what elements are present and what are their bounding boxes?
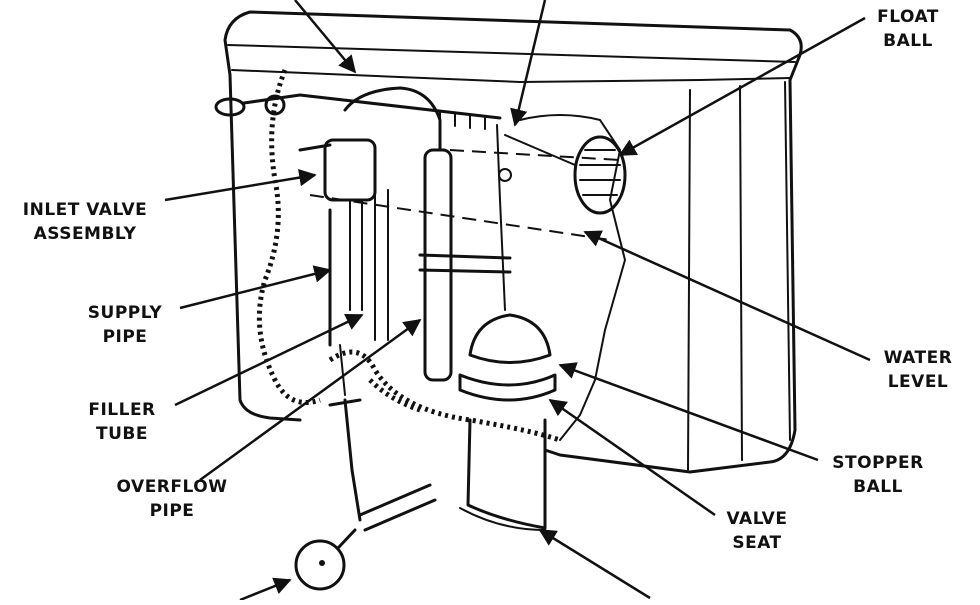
leader-float-ball xyxy=(618,16,866,157)
supply-line xyxy=(294,398,437,591)
label-stopper-ball-line1: STOPPER xyxy=(832,453,923,473)
leader-bottom-right xyxy=(538,528,651,600)
label-stopper-ball: STOPPER BALL xyxy=(832,453,923,497)
label-supply-pipe-line1: SUPPLY xyxy=(88,303,163,323)
label-overflow-pipe-line1: OVERFLOW xyxy=(117,477,228,497)
float-ball-part xyxy=(504,134,627,215)
label-float-ball: FLOAT BALL xyxy=(877,7,939,51)
leader-stopper-ball xyxy=(558,362,819,462)
label-supply-pipe-line2: PIPE xyxy=(103,327,148,347)
label-water-level-line1: WATER xyxy=(884,348,953,368)
stopper-ball-part xyxy=(458,124,557,402)
leader-top-left xyxy=(294,0,357,74)
label-float-ball-line2: BALL xyxy=(883,31,933,51)
tank-outlet xyxy=(459,418,547,531)
leader-valve-seat xyxy=(548,398,716,517)
leader-top-center xyxy=(510,0,547,127)
label-valve-seat-line1: VALVE xyxy=(727,509,788,529)
overflow-pipe-part xyxy=(418,148,512,382)
label-inlet-valve-line1: INLET VALVE xyxy=(23,200,147,220)
leader-overflow-pipe xyxy=(199,318,422,482)
label-filler-tube: FILLER TUBE xyxy=(88,400,155,444)
leader-lines xyxy=(164,0,871,602)
label-float-ball-line1: FLOAT xyxy=(877,7,939,27)
label-stopper-ball-line2: BALL xyxy=(853,477,903,497)
label-overflow-pipe-line2: PIPE xyxy=(150,501,195,521)
leader-bottom-left xyxy=(239,577,292,602)
water-level-lines xyxy=(309,149,621,241)
label-filler-tube-line2: TUBE xyxy=(96,424,148,444)
label-valve-seat: VALVE SEAT xyxy=(727,509,788,553)
label-valve-seat-line2: SEAT xyxy=(732,533,781,553)
leader-inlet-valve xyxy=(164,168,317,202)
leader-supply-pipe xyxy=(179,265,332,310)
label-water-level: WATER LEVEL xyxy=(884,348,953,392)
inlet-valve xyxy=(298,86,442,396)
label-overflow-pipe: OVERFLOW PIPE xyxy=(117,477,228,521)
tank-body xyxy=(223,10,803,474)
label-filler-tube-line1: FILLER xyxy=(88,400,155,420)
hoses xyxy=(256,69,561,443)
leader-filler-tube xyxy=(174,313,364,407)
label-inlet-valve-line2: ASSEMBLY xyxy=(34,224,137,244)
label-water-level-line2: LEVEL xyxy=(888,372,949,392)
leader-water-level xyxy=(583,230,871,362)
label-supply-pipe: SUPPLY PIPE xyxy=(88,303,163,347)
label-inlet-valve-assembly: INLET VALVE ASSEMBLY xyxy=(23,200,147,244)
